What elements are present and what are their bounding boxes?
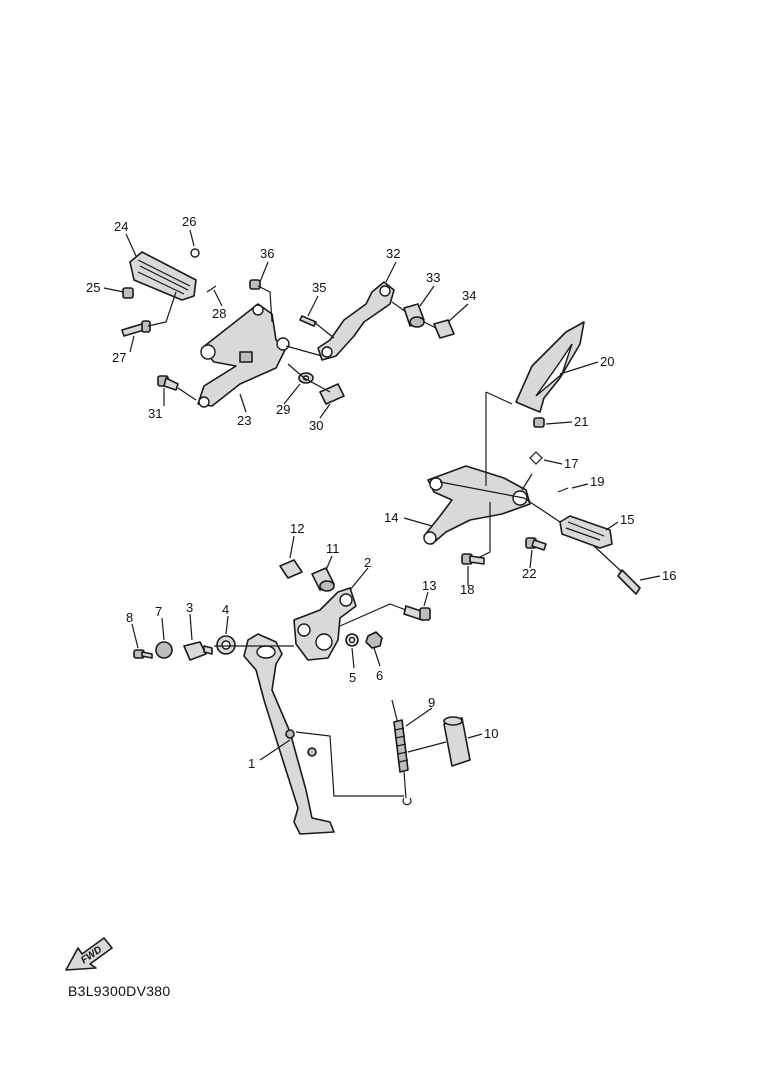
callout-23: 23 [237,413,251,428]
part-1-sidestand [243,633,335,835]
callout-25: 25 [86,280,100,295]
part-36-bolt [249,279,273,323]
callout-14: 14 [384,510,398,525]
part-27-bolt [121,320,151,337]
callout-13: 13 [422,578,436,593]
callout-15: 15 [620,512,634,527]
callout-22: 22 [522,566,536,581]
callout-19: 19 [590,474,604,489]
assembly-lines [147,291,623,797]
callout-2: 2 [364,555,371,570]
part-8-bolt [133,649,153,659]
part-14-passenger-bracket [423,465,531,545]
part-33-bushing [403,303,425,328]
callout-34: 34 [462,288,476,303]
part-35-pin [299,315,317,327]
callout-30: 30 [309,418,323,433]
callout-4: 4 [222,602,229,617]
callout-9: 9 [428,695,435,710]
callout-10: 10 [484,726,498,741]
part-19-pin [557,487,569,493]
part-15-passenger-footpeg [559,515,613,549]
callout-33: 33 [426,270,440,285]
callout-24: 24 [114,219,128,234]
callout-11: 11 [326,541,340,556]
callout-12: 12 [290,521,304,536]
part-18-bolt [461,553,485,565]
part-6-nut [365,631,383,649]
part-24-footpeg [129,251,197,301]
part-3-pivot-bolt [183,641,213,661]
part-25-spring [122,287,134,299]
callout-1: 1 [248,756,255,771]
part-34-cap [433,319,455,339]
part-30-bolt [319,383,345,405]
part-16-bolt [617,569,641,595]
callout-35: 35 [312,280,326,295]
part-28-pin [206,285,217,293]
part-32-brake-pedal [317,281,395,361]
part-21-screw [533,417,545,428]
callout-29: 29 [276,402,290,417]
part-26-clip [190,248,200,258]
part-2-sidestand-bracket [293,587,357,661]
part-17-clip [529,451,543,465]
callout-3: 3 [186,600,193,615]
callout-6: 6 [376,668,383,683]
part-31-bolt [157,375,179,391]
callout-36: 36 [260,246,274,261]
callout-labels: 1 2 3 4 5 6 7 8 9 10 11 12 13 14 15 16 1… [86,214,676,771]
callout-leaders [103,229,661,761]
callout-31: 31 [148,406,162,421]
part-5-washer [345,633,359,647]
callout-28: 28 [212,306,226,321]
fwd-arrow-icon: FWD [65,937,113,971]
part-4-washer [216,635,236,655]
callout-20: 20 [600,354,614,369]
part-22-bolt [525,537,547,551]
part-20-heel-guard [515,321,585,413]
callout-16: 16 [662,568,676,583]
callout-7: 7 [155,604,162,619]
callout-8: 8 [126,610,133,625]
callout-27: 27 [112,350,126,365]
part-9-spring [391,699,412,806]
callout-32: 32 [386,246,400,261]
callout-26: 26 [182,214,196,229]
callout-21: 21 [574,414,588,429]
part-7-washer [155,641,173,659]
callout-18: 18 [460,582,474,597]
callout-17: 17 [564,456,578,471]
part-13-bolt [403,605,431,621]
diagram-code: B3L9300DV380 [68,983,171,999]
part-11-collar [311,567,335,592]
part-10-sleeve [443,716,471,767]
callout-5: 5 [349,670,356,685]
part-12-cap [279,559,303,579]
